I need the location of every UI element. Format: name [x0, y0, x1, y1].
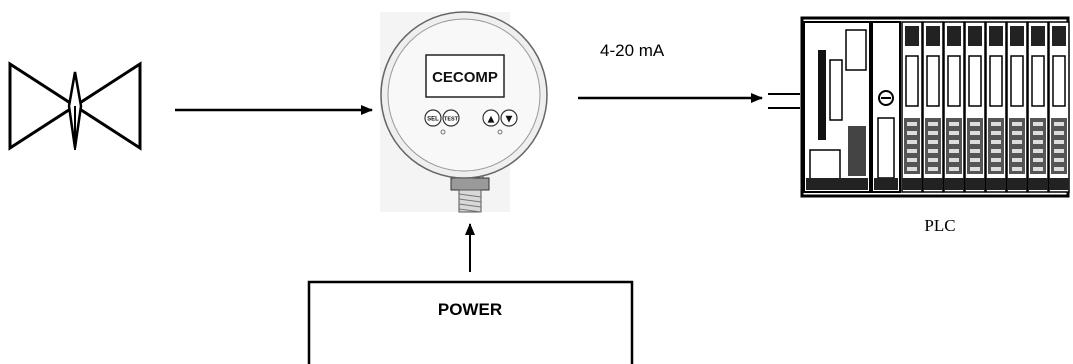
sel-button[interactable]: SEL [424, 109, 442, 127]
svg-text:▲: ▲ [488, 115, 495, 125]
svg-text:SEL: SEL [427, 117, 439, 123]
plc-io-module [1048, 21, 1070, 193]
plc-io-module [985, 21, 1007, 193]
plc-io-module [964, 21, 986, 193]
gauge-display-text: CECOMP [432, 69, 498, 86]
gauge-display [425, 54, 505, 98]
plc-label: PLC [924, 216, 955, 235]
svg-text:TEST: TEST [444, 117, 459, 123]
power-label: POWER [438, 300, 502, 319]
test-button[interactable]: TEST [442, 109, 460, 127]
pressure-gauge: CECOMP SEL TEST ▲ ▼ [380, 11, 548, 213]
plc-io-module [1027, 21, 1049, 193]
plc-io-module [943, 21, 965, 193]
plc-io-module [1006, 21, 1028, 193]
power-supply-box: POWER [307, 280, 634, 364]
plc-io-module [901, 21, 923, 193]
plc-io-module [922, 21, 944, 193]
plc-rack [800, 16, 1070, 198]
up-button[interactable]: ▲ [482, 109, 500, 127]
down-button[interactable]: ▼ [500, 109, 518, 127]
signal-label: 4-20 mA [600, 41, 665, 60]
valve-icon [8, 61, 142, 151]
svg-text:▼: ▼ [506, 115, 513, 125]
